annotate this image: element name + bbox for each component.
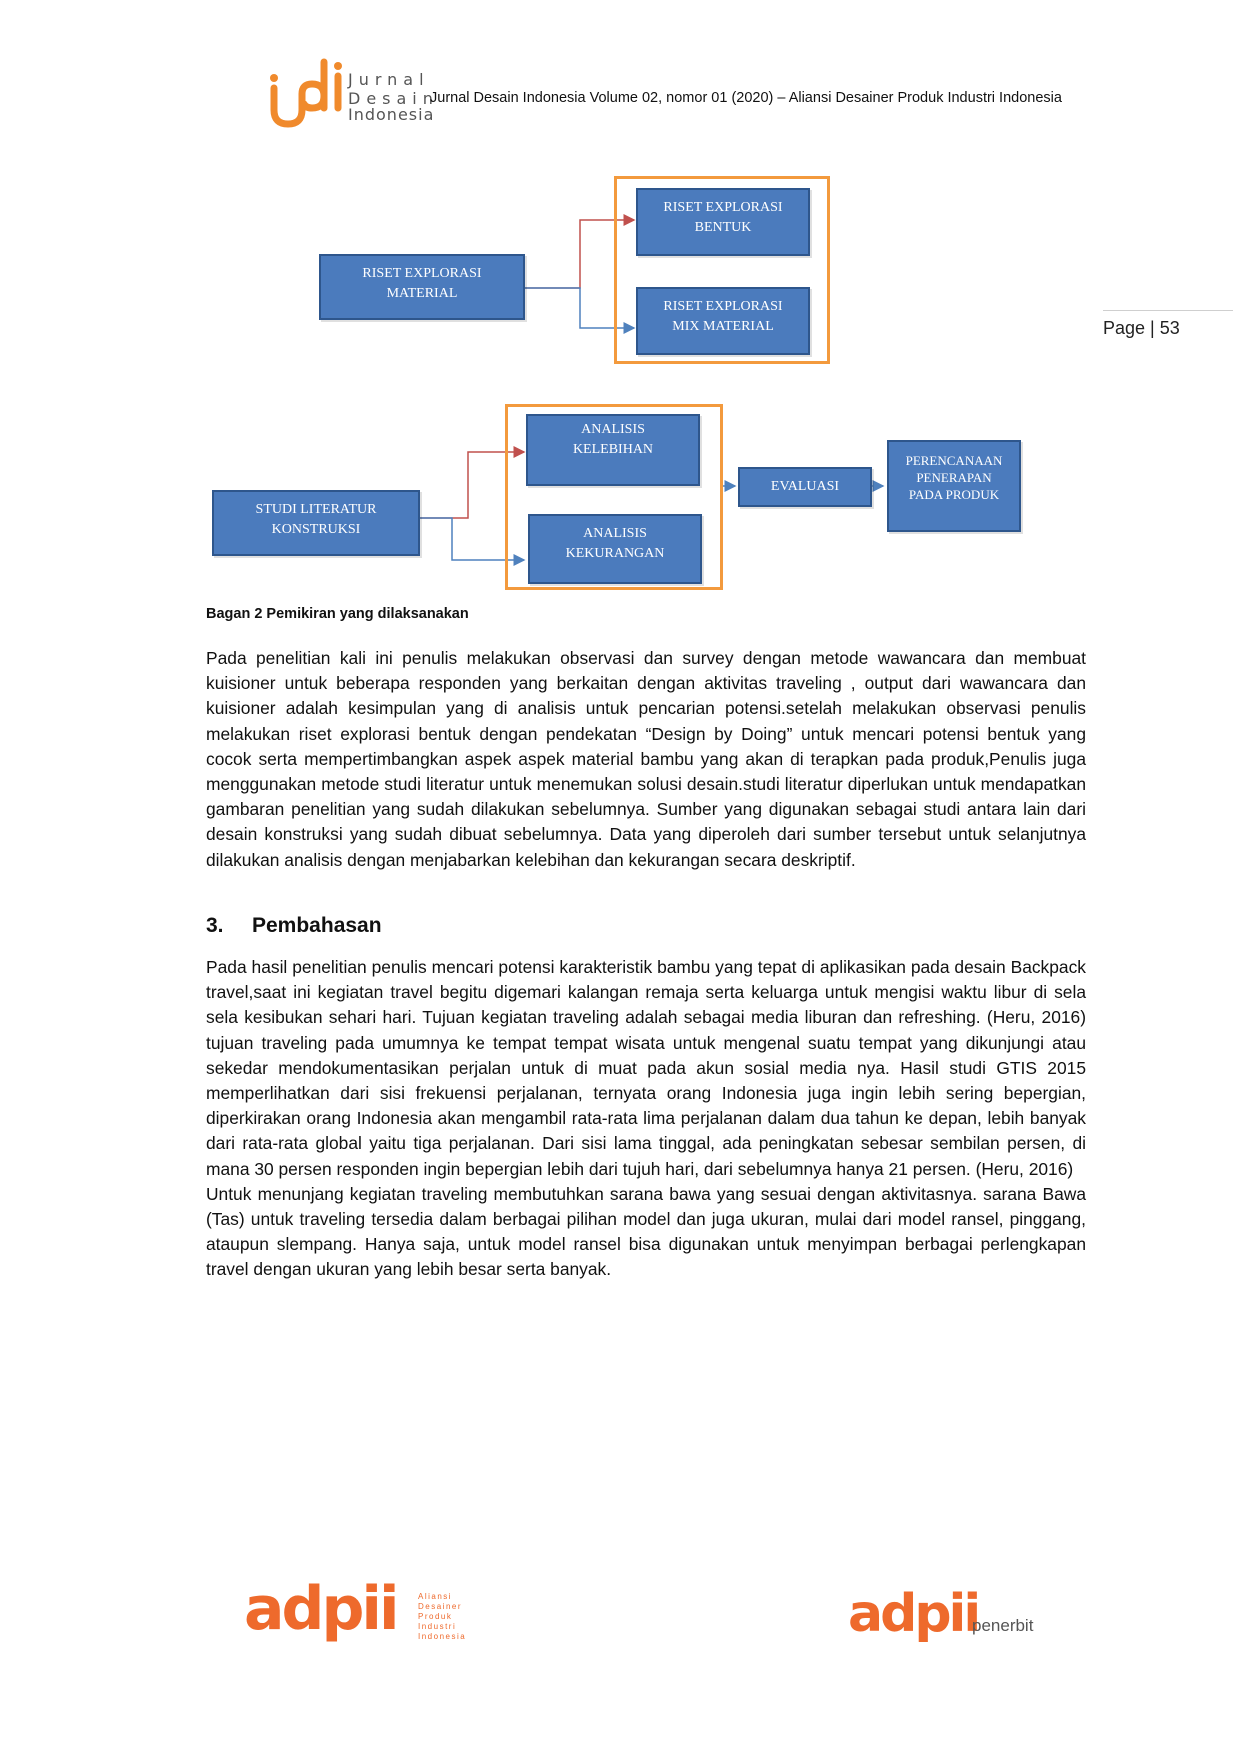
logo-word-1: Jurnal [348, 70, 430, 89]
publisher-label: penerbit [972, 1616, 1034, 1635]
paragraph-methods: Pada penelitian kali ini penulis melakuk… [206, 646, 1086, 873]
adpii-logo-left: adpii [244, 1574, 400, 1644]
adpii-logo-right: adpii [848, 1584, 981, 1644]
arrow-material-to-mix [525, 287, 636, 334]
journal-header-line: Jurnal Desain Indonesia Volume 02, nomor… [430, 90, 1062, 106]
adpii-tagline-left: Aliansi Desainer Produk Industri Indones… [418, 1592, 467, 1641]
figure-caption: Bagan 2 Pemikiran yang dilaksanakan [206, 606, 469, 622]
paragraph-discussion: Pada hasil penelitian penulis mencari po… [206, 955, 1086, 1283]
paragraph-text: Untuk menunjang kegiatan traveling membu… [206, 1183, 1086, 1280]
section-heading: 3. Pembahasan [206, 914, 382, 938]
paragraph-text: Pada hasil penelitian penulis mencari po… [206, 957, 1086, 1179]
diagram-connectors [420, 214, 885, 566]
paragraph-text: Pada penelitian kali ini penulis melakuk… [206, 648, 1086, 870]
section-title: Pembahasan [252, 914, 382, 937]
logo-word-3: Indonesia [348, 105, 435, 124]
page-rule [1103, 310, 1233, 311]
arrow-studi-to-kekurangan [420, 517, 526, 566]
section-number: 3. [206, 914, 224, 937]
logo-word-2: Desain [348, 89, 439, 108]
box-evaluasi: EVALUASI [738, 467, 872, 507]
group-analisis-outline [505, 404, 723, 590]
group-riset-outline [614, 176, 830, 364]
jdi-logo-mark [262, 58, 352, 130]
page-number: Page | 53 [1103, 318, 1180, 338]
